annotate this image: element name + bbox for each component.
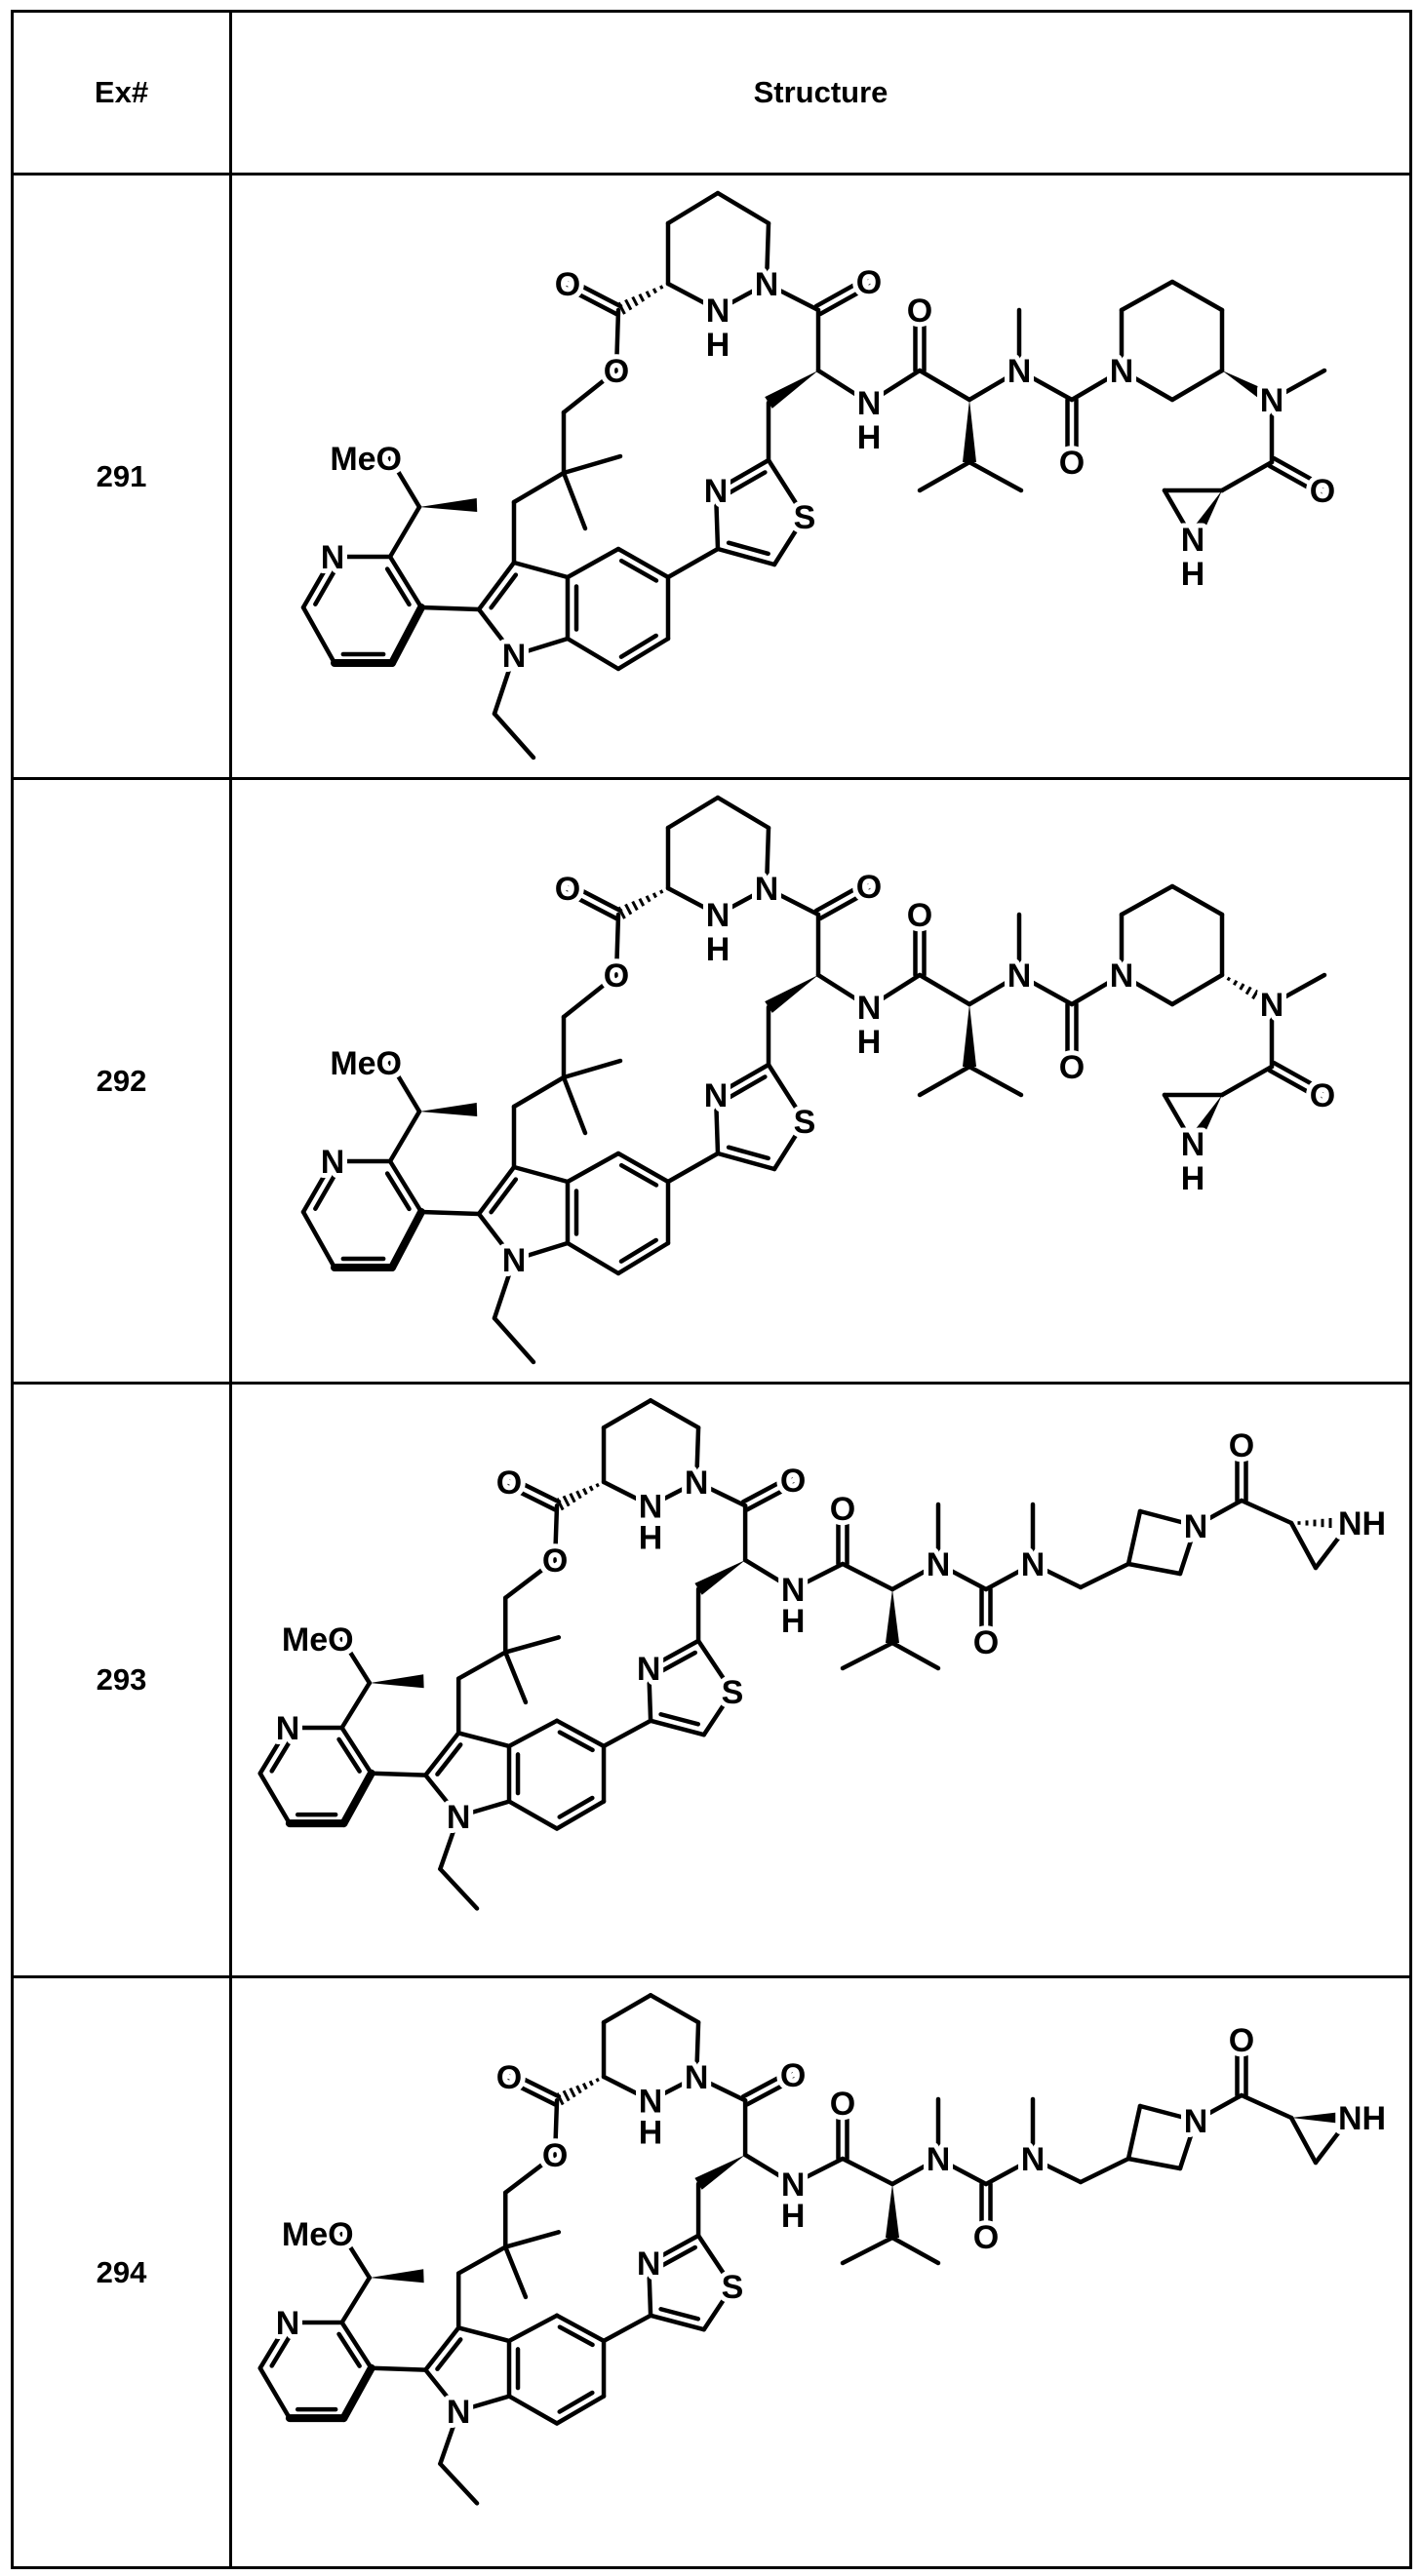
row-291-ex-cell: 291	[11, 173, 232, 780]
example-number: 293	[97, 1662, 147, 1698]
example-number: 294	[97, 2255, 147, 2290]
row-294-structure-cell	[229, 1975, 1412, 2569]
row-293-ex-cell: 293	[11, 1382, 232, 1978]
example-number: 292	[97, 1064, 147, 1099]
row-294-ex-cell: 294	[11, 1975, 232, 2569]
row-293-structure-cell	[229, 1382, 1412, 1978]
row-292-structure-cell	[229, 777, 1412, 1385]
header-ex-label: Ex#	[95, 75, 148, 110]
example-number: 291	[97, 459, 147, 494]
header-ex-cell: Ex#	[11, 10, 232, 176]
row-292-ex-cell: 292	[11, 777, 232, 1385]
row-291-structure-cell	[229, 173, 1412, 780]
header-structure-cell: Structure	[229, 10, 1412, 176]
header-structure-label: Structure	[754, 75, 888, 110]
